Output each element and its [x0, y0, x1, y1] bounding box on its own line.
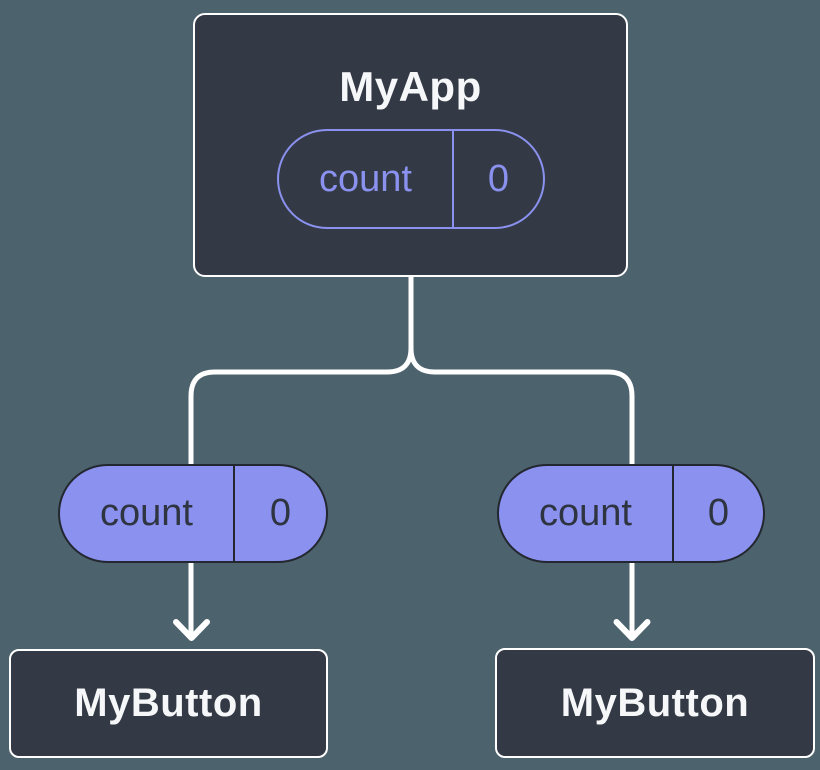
component-title-myapp: MyApp	[339, 63, 482, 110]
connector-branch-left	[188, 347, 414, 634]
component-title-mybutton-left: MyButton	[74, 681, 263, 725]
prop-pill-right: count 0	[497, 464, 765, 563]
component-node-mybutton-right: MyButton	[495, 648, 815, 758]
prop-pill-left: count 0	[58, 464, 328, 563]
prop-name-label: count	[499, 466, 674, 561]
prop-pill-root: count 0	[277, 129, 545, 229]
component-node-mybutton-left: MyButton	[9, 649, 328, 758]
prop-name-label: count	[60, 466, 235, 561]
prop-value-label: 0	[707, 492, 730, 534]
prop-name-label: count	[279, 131, 454, 227]
component-title-mybutton-right: MyButton	[560, 680, 750, 725]
component-node-myapp: MyApp	[193, 13, 628, 277]
prop-value-label: 0	[269, 492, 292, 534]
connector-branch-right	[408, 347, 635, 634]
down-arrowhead-right-icon	[613, 619, 651, 641]
prop-value-label: 0	[487, 157, 510, 200]
down-arrowhead-left-icon	[173, 619, 210, 641]
